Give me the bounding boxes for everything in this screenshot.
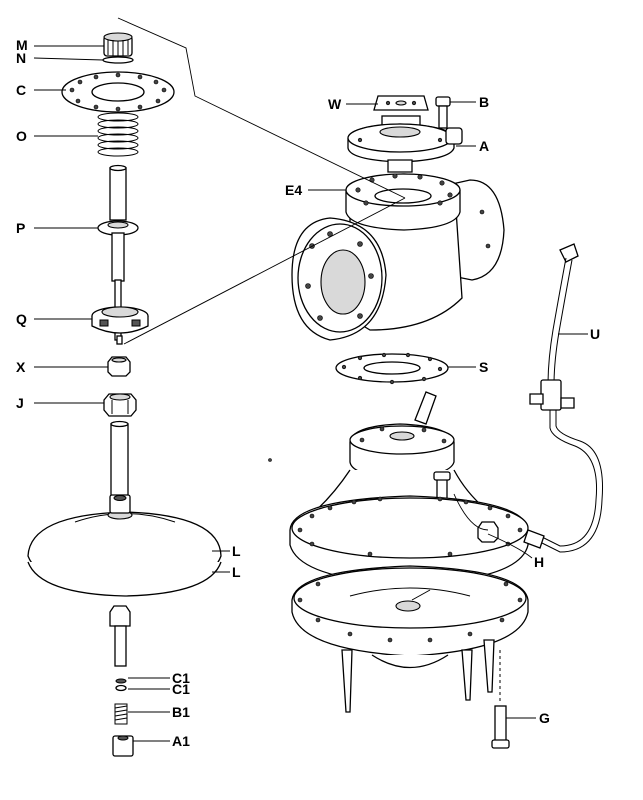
part-c-gasket: [61, 71, 175, 113]
label-m: M: [16, 37, 28, 53]
label-p: P: [16, 220, 25, 236]
label-b1: B1: [172, 704, 190, 720]
part-x-nut: [107, 356, 131, 377]
part-w-plate: [373, 95, 429, 111]
part-h-nut: [477, 521, 499, 543]
label-h: H: [534, 554, 544, 570]
label-w: W: [328, 96, 342, 112]
part-l-diaphragm: [27, 494, 222, 597]
label-n: N: [16, 50, 26, 66]
part-p-stem: [97, 164, 139, 282]
label-s: S: [479, 359, 488, 375]
part-a1-plug: [112, 735, 134, 757]
part-lower-housing: [291, 565, 529, 713]
label-b: B: [479, 94, 489, 110]
part-o-spring: [97, 112, 139, 157]
part-small-tube: [414, 391, 437, 425]
label-a1: A1: [172, 733, 190, 749]
part-b-bolt: [435, 96, 451, 129]
label-l-lower: L: [232, 564, 241, 580]
connector-line-bottom: [123, 197, 406, 345]
label-u: U: [590, 326, 600, 342]
label-c: C: [16, 82, 26, 98]
connector-line-top: [117, 17, 406, 199]
label-q: Q: [16, 311, 27, 327]
part-b1-spring: [114, 703, 128, 725]
label-c1-upper: C1: [172, 670, 190, 686]
part-e4-valve-body: [291, 173, 505, 341]
part-u-tubing: [523, 243, 604, 553]
part-g-bolt: [491, 650, 510, 749]
label-g: G: [539, 710, 550, 726]
leader-lines: [33, 45, 588, 742]
label-l-upper: L: [232, 543, 241, 559]
part-c1-washers: [115, 678, 127, 692]
part-s-gasket: [335, 352, 449, 385]
part-q-seat: [91, 279, 149, 345]
label-c1-lower: C1: [172, 681, 190, 697]
label-x: X: [16, 359, 26, 375]
label-e4: E4: [285, 182, 302, 198]
part-n-oring: [102, 56, 134, 64]
label-o: O: [16, 128, 27, 144]
part-m-cap: [103, 32, 133, 57]
label-j: J: [16, 395, 24, 411]
label-a: A: [479, 138, 489, 154]
part-diaphragm-housing: [289, 495, 529, 585]
part-j-bushing: [103, 393, 137, 417]
part-bonnet-upper: [268, 423, 503, 521]
part-a-cover: [347, 115, 463, 173]
part-tube: [110, 420, 129, 497]
part-lower-stem: [109, 605, 131, 667]
